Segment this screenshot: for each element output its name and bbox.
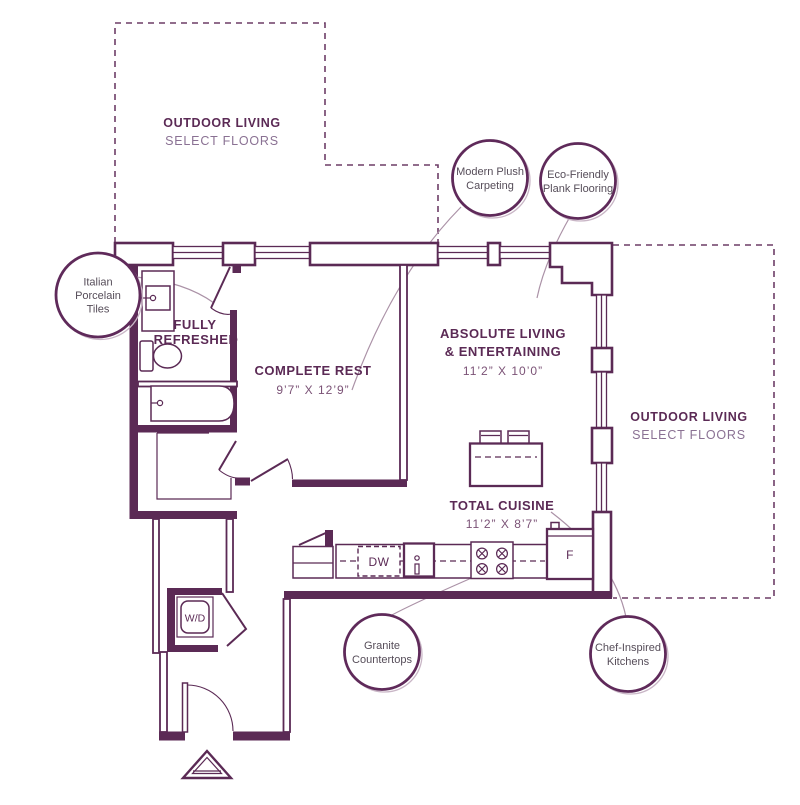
hall-right-wall (282, 598, 291, 733)
bathroom-label-line1: FULLY (173, 317, 216, 332)
badge-label: Chef-Inspired (595, 642, 661, 654)
badge-label: Tiles (87, 304, 110, 316)
living-label-line1: ABSOLUTE LIVING (440, 326, 566, 341)
stove (470, 541, 514, 580)
badge-label: Countertops (352, 654, 412, 666)
doors (181, 266, 330, 733)
entry-arrow-icon (180, 749, 234, 780)
washer-dryer: W/D (176, 596, 214, 638)
washer-dryer-label: W/D (185, 613, 206, 625)
exterior-top-wall (113, 241, 614, 297)
door-jamb (232, 265, 241, 273)
kitchen-entry-door (298, 530, 330, 546)
corner-column (548, 241, 614, 297)
window (254, 245, 311, 260)
burner (476, 547, 489, 560)
badge-label: Italian (83, 277, 112, 289)
kitchen-fixtures (292, 430, 595, 581)
terrace-right-outline (613, 244, 775, 599)
labels: OUTDOOR LIVING SELECT FLOORS OUTDOOR LIV… (154, 116, 747, 569)
dishwasher-label: DW (369, 555, 390, 569)
hall-kitchen-wall (225, 518, 234, 593)
badge-label: Kitchens (607, 656, 650, 668)
closet-bottom-wall (129, 511, 237, 519)
bedroom-divider-wall (399, 264, 408, 481)
kitchen-entry-cabinet (292, 545, 334, 579)
window (595, 462, 608, 513)
hall-left-wall-lower (159, 651, 168, 733)
tub-bottom-wall (138, 425, 237, 433)
bathroom-right-wall (230, 310, 237, 425)
bedroom-south-wall (292, 479, 407, 487)
bathroom-label-line2: REFRESHED (154, 332, 239, 347)
window (595, 294, 608, 349)
badge-label: Plank Flooring (543, 183, 613, 195)
bedroom-dims: 9’7” X 12’9” (276, 383, 349, 397)
kitchen-dims: 11’2” X 8’7” (466, 517, 538, 531)
window (499, 245, 551, 260)
kitchen-island (468, 430, 544, 488)
vanity-sink (141, 270, 175, 332)
living-label-line2: & ENTERTAINING (445, 344, 562, 359)
badge-eco-friendly-plank-flooring: Eco-Friendly Plank Flooring (539, 142, 619, 222)
closet-door (218, 440, 239, 479)
badge-modern-plush-carpeting: Modern Plush Carpeting (451, 139, 531, 219)
badge-granite-countertops: Granite Countertops (343, 613, 423, 693)
window (172, 245, 224, 260)
bathroom-fixtures (139, 270, 235, 500)
badge-label: Eco-Friendly (547, 169, 609, 181)
badge-label: Porcelain (75, 290, 121, 302)
terrace-top-outline (114, 22, 439, 243)
bathroom-left-wall (129, 265, 138, 518)
window (437, 245, 489, 260)
bedroom-door-stub (235, 477, 250, 486)
burner (496, 547, 509, 560)
badge-italian-porcelain-tiles: Italian Porcelain Tiles (54, 251, 144, 341)
exterior-east-wall (590, 294, 614, 598)
kitchen-bottom-wall (284, 591, 612, 599)
toilet (139, 340, 183, 372)
terrace-top-subtitle: SELECT FLOORS (165, 134, 279, 148)
kitchen-label: TOTAL CUISINE (450, 498, 555, 513)
fridge-label: F (566, 548, 574, 562)
bedroom-door (250, 458, 294, 482)
entry-door (181, 682, 234, 733)
hall-left-wall-upper (152, 518, 160, 654)
badge-label: Granite (364, 640, 400, 652)
bathroom-door (210, 266, 233, 315)
kitchen-sink (402, 542, 436, 578)
interior-walls (129, 264, 612, 741)
laundry-bifold-door (221, 592, 248, 647)
entry-bottom-wall-left (159, 731, 185, 741)
dishwasher (357, 545, 401, 577)
living-dims: 11’2” X 10’0” (463, 364, 543, 378)
closet-outline (156, 432, 232, 500)
bathtub (150, 385, 235, 422)
burner (476, 562, 489, 575)
burner (496, 562, 509, 575)
kitchen-entry-stub (325, 530, 333, 547)
terrace-right-title: OUTDOOR LIVING (630, 410, 747, 424)
terrace-right-subtitle: SELECT FLOORS (632, 428, 746, 442)
entry-bottom-wall-right (233, 731, 290, 741)
terrace-top-title: OUTDOOR LIVING (163, 116, 280, 130)
badge-label: Carpeting (466, 180, 514, 192)
badge-chef-inspired-kitchens: Chef-Inspired Kitchens (589, 615, 669, 695)
window (595, 371, 608, 429)
badge-label: Modern Plush (456, 166, 524, 178)
bedroom-label: COMPLETE REST (254, 363, 371, 378)
fridge (545, 521, 595, 581)
laundry-closet: W/D (167, 588, 222, 652)
